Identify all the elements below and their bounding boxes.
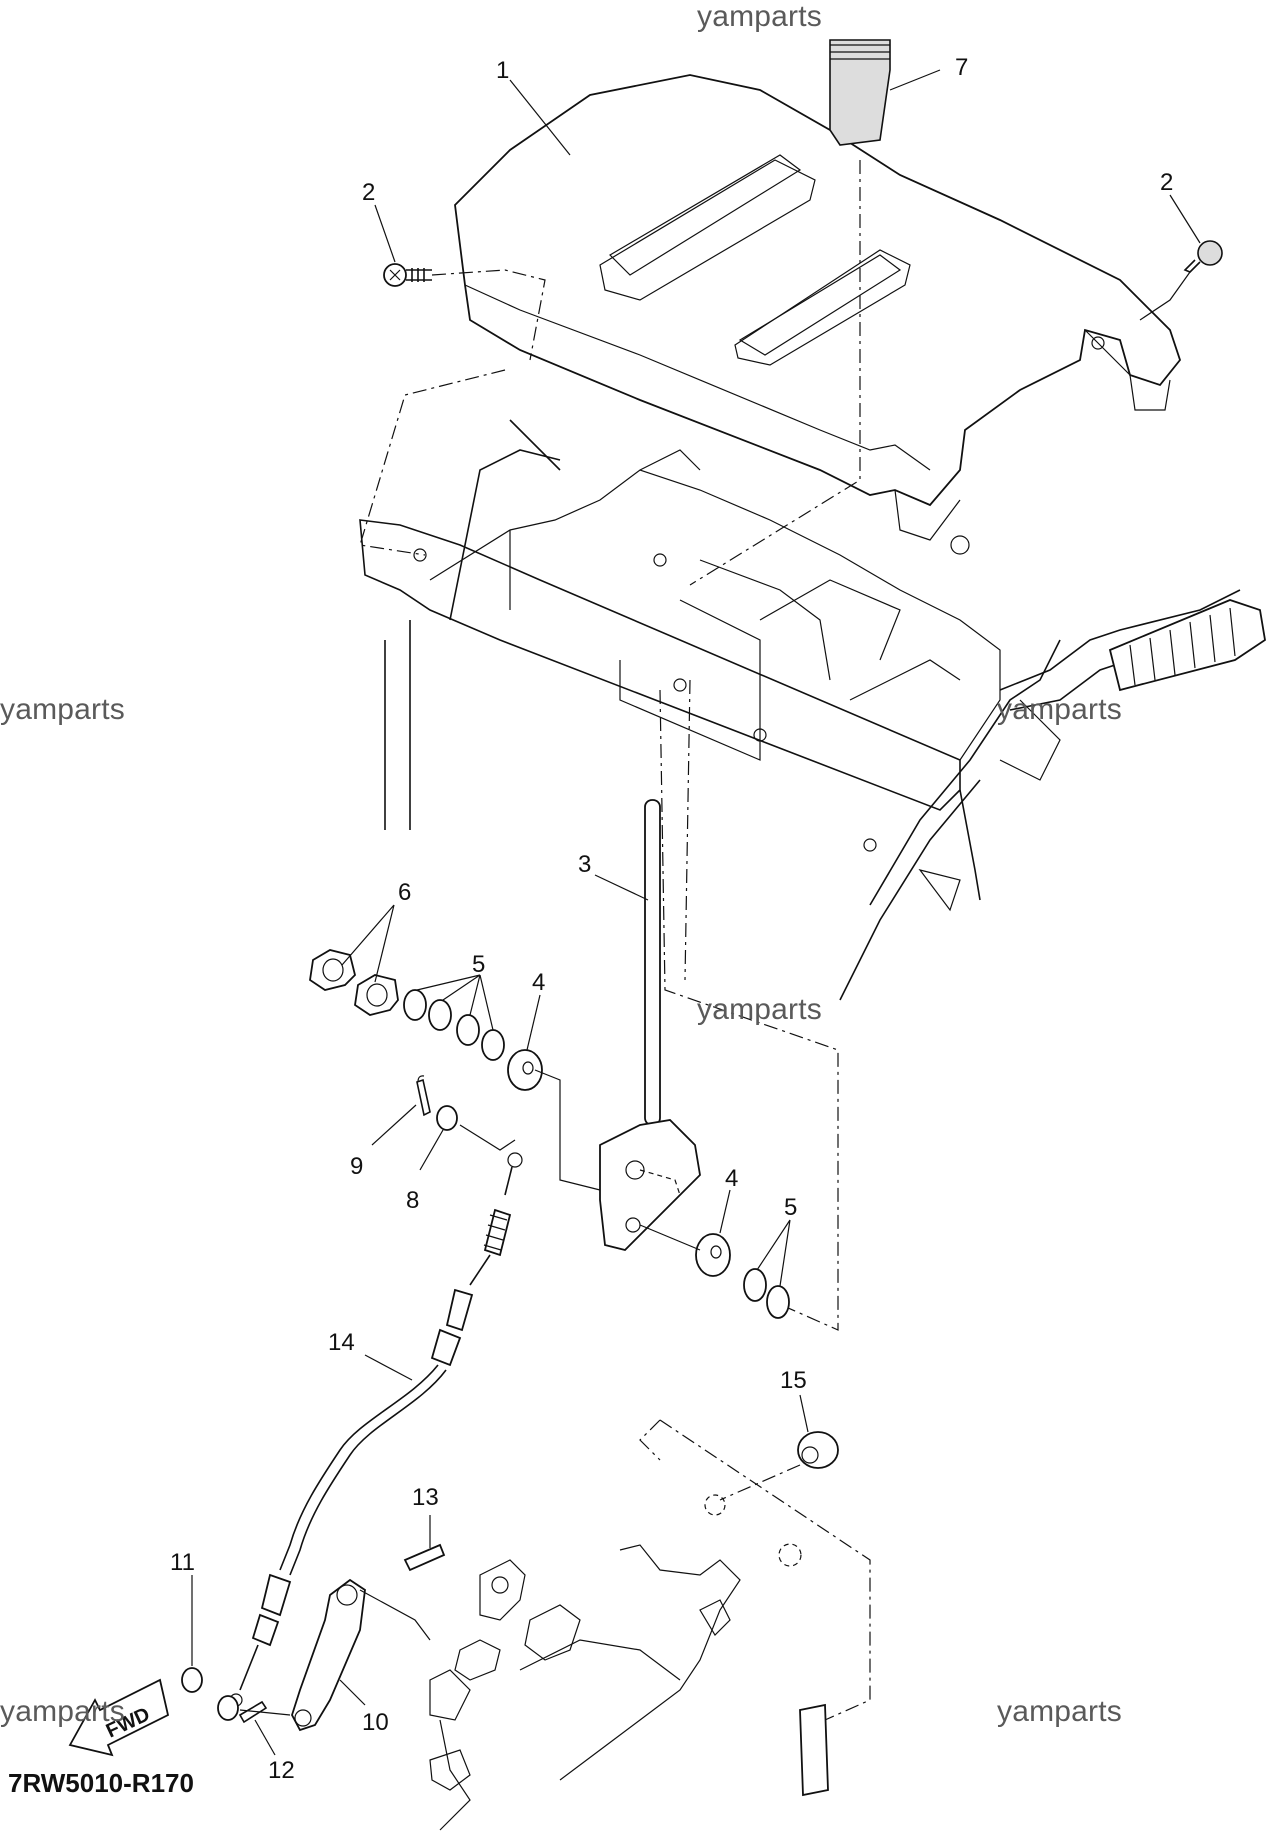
callout-5-upper: 5 xyxy=(472,951,485,978)
washer-part-11 xyxy=(181,1667,239,1721)
watermark-bottom-right: yamparts xyxy=(997,1695,1122,1728)
diagram-code: 7RW5010-R170 xyxy=(8,1768,194,1798)
clip-part-12 xyxy=(238,1700,268,1724)
frame-bracket-assembly xyxy=(359,419,1061,1001)
callout-3: 3 xyxy=(578,851,591,878)
washer-part-4-lower xyxy=(639,1224,731,1277)
washer-part-4-upper xyxy=(507,1049,601,1191)
watermark-bottom-left: yamparts xyxy=(0,1695,125,1728)
callout-4-upper: 4 xyxy=(532,969,545,996)
assembly-guide-lines xyxy=(359,160,861,1331)
watermark-top: yamparts xyxy=(697,0,822,33)
nuts-part-6 xyxy=(309,949,399,1016)
watermark-center: yamparts xyxy=(697,993,822,1026)
leader-lines xyxy=(191,79,1201,1756)
cotter-pin-part-9 xyxy=(416,1075,431,1117)
washers-part-5-lower xyxy=(743,1268,790,1319)
callout-4-lower: 4 xyxy=(725,1165,738,1192)
pin-part-13 xyxy=(403,1543,446,1572)
callout-12: 12 xyxy=(268,1757,295,1784)
callout-2-right: 2 xyxy=(1160,169,1173,196)
screw-part-2-left xyxy=(383,263,546,361)
callout-6: 6 xyxy=(398,879,411,906)
callout-13: 13 xyxy=(412,1484,439,1511)
grommet-part-15 xyxy=(704,1431,839,1516)
callout-9: 9 xyxy=(350,1153,363,1180)
knob-part-7 xyxy=(829,39,941,146)
callout-8: 8 xyxy=(406,1187,419,1214)
callout-1: 1 xyxy=(496,57,509,84)
shift-cable-part-14 xyxy=(229,1152,523,1707)
washers-part-5-upper xyxy=(403,989,505,1061)
callout-11: 11 xyxy=(170,1549,195,1576)
callout-15: 15 xyxy=(780,1367,807,1394)
callout-7: 7 xyxy=(955,54,968,81)
callout-5-lower: 5 xyxy=(784,1194,797,1221)
washer-part-8 xyxy=(436,1105,516,1151)
callout-10: 10 xyxy=(362,1709,389,1736)
engine-block xyxy=(429,1419,871,1831)
shift-rod-part-3 xyxy=(599,799,701,1251)
callout-2-left: 2 xyxy=(362,179,375,206)
cover-panel-part-1 xyxy=(454,74,1182,555)
handlebar-grip xyxy=(999,589,1266,711)
callout-labels: 1 2 2 3 4 4 5 5 6 7 8 9 10 11 12 13 14 1… xyxy=(170,54,1173,1784)
callout-14: 14 xyxy=(328,1329,355,1356)
watermark-left: yamparts xyxy=(0,693,125,726)
screw-part-2-right xyxy=(1139,240,1223,321)
watermark-right: yamparts xyxy=(997,693,1122,726)
